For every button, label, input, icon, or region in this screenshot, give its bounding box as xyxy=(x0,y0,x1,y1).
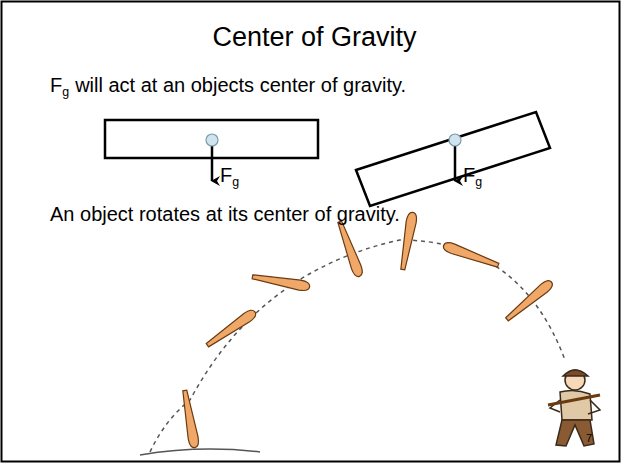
center-dot xyxy=(206,134,218,146)
force-symbol: F xyxy=(463,164,475,186)
force-subscript: g xyxy=(62,85,69,99)
force-symbol: F xyxy=(50,74,62,96)
force-subscript: g xyxy=(475,175,482,189)
force-label: Fg xyxy=(463,164,482,187)
force-subscript: g xyxy=(232,175,239,189)
force-label: Fg xyxy=(220,164,239,187)
page-number: 7 xyxy=(586,432,592,444)
bat-sequence xyxy=(180,212,555,449)
slide-title: Center of Gravity xyxy=(4,22,621,53)
force-symbol: F xyxy=(220,164,232,186)
gravity-arrow xyxy=(211,146,214,181)
statement-text: An object rotates at its center of gravi… xyxy=(50,203,400,226)
statement-line: Fg will act at an objects center of gravi… xyxy=(50,74,406,97)
gravity-arrow xyxy=(454,146,457,181)
tilted-block xyxy=(356,112,550,206)
batter-figure xyxy=(548,370,600,446)
ground-line xyxy=(140,449,260,455)
statement-text: will act at an objects center of gravity… xyxy=(75,74,406,96)
center-dot xyxy=(449,134,461,146)
